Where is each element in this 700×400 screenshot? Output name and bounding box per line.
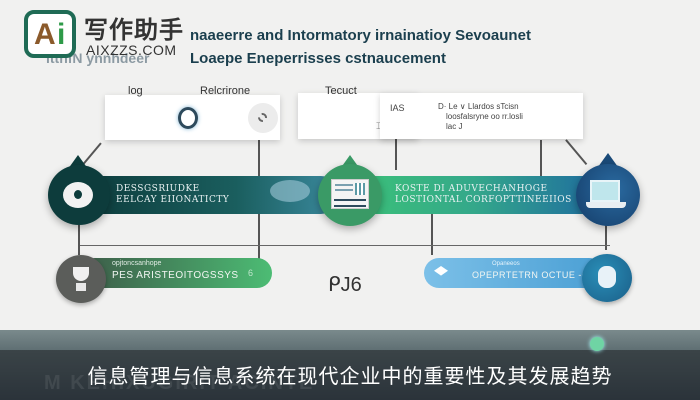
- watermark-logo: A i: [24, 10, 76, 58]
- band-text-line1: DESSGSRIUDKE: [116, 184, 200, 194]
- document-stack-icon: [331, 179, 369, 209]
- trophy-icon: [73, 267, 89, 281]
- trophy-base: [76, 283, 86, 291]
- logo-letter-a: A: [34, 18, 56, 51]
- caption-overlay: [0, 350, 700, 400]
- center-mark: ᑭJ6: [328, 274, 362, 296]
- drop-tip: [598, 153, 618, 167]
- shield-icon: [598, 266, 616, 288]
- watermark-url: AIXZZS.COM: [86, 42, 177, 58]
- connector-line: [540, 140, 542, 180]
- caption-text: 信息管理与信息系统在现代企业中的重要性及其发展趋势: [87, 364, 613, 388]
- card-text-line1: D· Le ∨ Llardos sTcisn: [438, 102, 519, 111]
- card-label-log: log: [128, 85, 143, 97]
- pill-trophy: opjtoncsanhope PES ARISTEOITOGSSYS 6: [80, 258, 272, 288]
- document-drop-node: [318, 164, 382, 226]
- laptop-base: [586, 202, 626, 208]
- pill-text: OPEPRTETRN OCTUE -OSTE: [472, 270, 609, 280]
- card-text-line3: lac J: [446, 122, 463, 131]
- band-text-line2: EELCAY EIIONATICTY: [116, 195, 230, 205]
- gear-icon: [63, 182, 93, 208]
- trophy-node: [56, 255, 106, 303]
- gear-icon: [248, 103, 278, 133]
- pill-small-text: opjtoncsanhope: [112, 260, 162, 267]
- horizontal-connector: [80, 245, 610, 246]
- info-card-log: [105, 95, 280, 140]
- info-card-details: IAS D· Le ∨ Llardos sTcisn loosfalsryne …: [380, 93, 583, 139]
- ring-icon: [178, 107, 198, 129]
- card-label-tecuct: Tecuct: [325, 85, 357, 97]
- band-green-blue: KOSTE DI ADUVECHANHOGE LOSTIONTAL CORFOP…: [365, 176, 605, 214]
- band2-text-line2: LOSTIONTAL CORFOPTTINEEIIOS: [395, 195, 572, 205]
- cloud-icon: [270, 180, 310, 202]
- connector-line: [78, 225, 80, 255]
- gear-drop-node: [48, 165, 110, 225]
- card-label-relcrirone: Relcrirone: [200, 85, 251, 97]
- card-text-line2: loosfalsryne oo rr.losli: [446, 112, 523, 121]
- logo-letter-i: i: [57, 18, 66, 51]
- watermark-brand: 写作助手: [84, 17, 184, 44]
- graduation-cap-icon: [434, 266, 448, 276]
- pill-small-text: Opaneeos: [492, 261, 520, 267]
- status-dot-icon: [590, 337, 604, 351]
- shield-node: [582, 254, 632, 302]
- pill-badge: 6: [248, 268, 254, 278]
- connector-line: [431, 205, 433, 255]
- arrow-line: [565, 139, 587, 165]
- cursor-icon: ⌶: [376, 121, 382, 131]
- card-label-ias: IAS: [390, 103, 405, 113]
- pill-text: PES ARISTEOITOGSSYS: [112, 270, 239, 281]
- laptop-icon: [590, 180, 620, 202]
- connector-line: [605, 225, 607, 250]
- diagram-title-line1: naaeerre and Intormatory irnainatioy Sev…: [190, 27, 531, 44]
- diagram-title-line2: Loaepe Eneperrisses cstnaucement: [190, 50, 446, 67]
- pill-operations: Opaneeos OPEPRTETRN OCTUE -OSTE: [424, 258, 608, 288]
- laptop-drop-node: [576, 164, 640, 226]
- band2-text-line1: KOSTE DI ADUVECHANHOGE: [395, 184, 548, 194]
- band-dark-teal: DESSGSRIUDKE EELCAY EIIONATICTY: [80, 176, 340, 214]
- connector-line: [395, 110, 397, 170]
